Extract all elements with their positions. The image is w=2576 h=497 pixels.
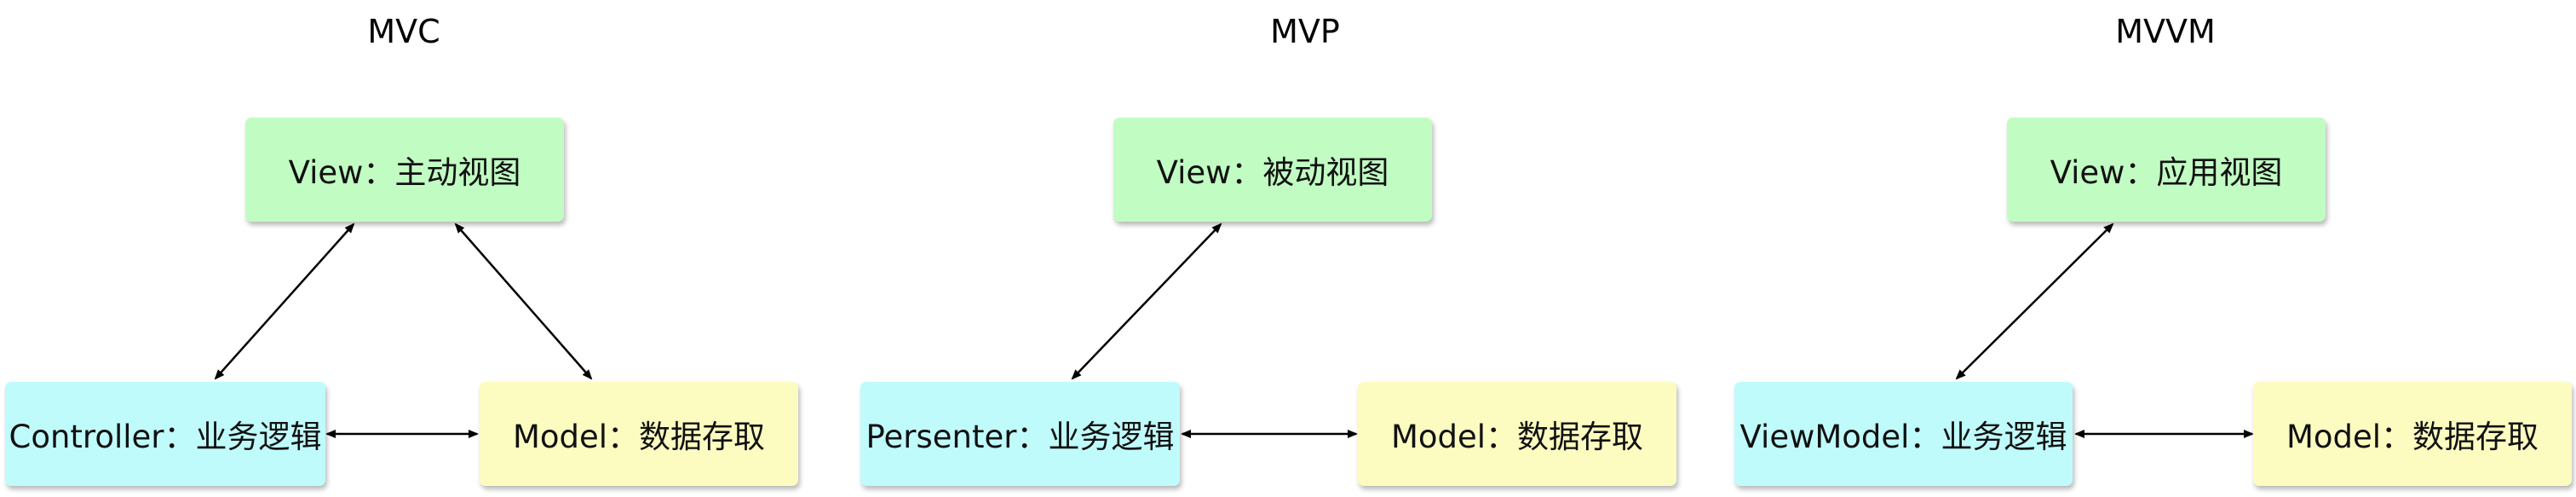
mvp-view-node: View：被动视图	[1113, 118, 1432, 222]
mvvm-view-node: View：应用视图	[2007, 118, 2326, 222]
mvc-model-label: Model：数据存取	[512, 419, 766, 455]
mvc-view-model-connector	[454, 222, 593, 380]
mvvm-model-node: Model：数据存取	[2253, 382, 2572, 486]
mvvm-view-label: View：应用视图	[2050, 154, 2283, 191]
mvc-controller-node: Controller：业务逻辑	[5, 382, 325, 486]
mvc-controller-label: Controller：业务逻辑	[9, 419, 322, 455]
mvvm-viewmodel-node: ViewModel：业务逻辑	[1734, 382, 2073, 486]
mvp-title: MVP	[1270, 13, 1340, 50]
mvc-view-controller-connector	[214, 222, 355, 380]
mvvm-model-label: Model：数据存取	[2286, 419, 2539, 455]
mvc-view-node: View：主动视图	[245, 118, 564, 222]
mvp-model-node: Model：数据存取	[1358, 382, 1676, 486]
mvvm-title: MVVM	[2115, 13, 2216, 50]
mvp-view-presenter-connector	[1071, 222, 1222, 380]
mvvm-viewmodel-label: ViewModel：业务逻辑	[1739, 419, 2067, 455]
mvp-presenter-label: Persenter：业务逻辑	[865, 419, 1175, 455]
mvvm-view-viewmodel-connector	[1955, 222, 2114, 380]
mvp-view-label: View：被动视图	[1156, 154, 1389, 191]
mvp-model-label: Model：数据存取	[1390, 419, 1644, 455]
mvc-model-node: Model：数据存取	[480, 382, 798, 486]
mvc-title: MVC	[367, 13, 440, 50]
mvp-presenter-node: Persenter：业务逻辑	[860, 382, 1180, 486]
mvc-view-label: View：主动视图	[288, 154, 521, 191]
